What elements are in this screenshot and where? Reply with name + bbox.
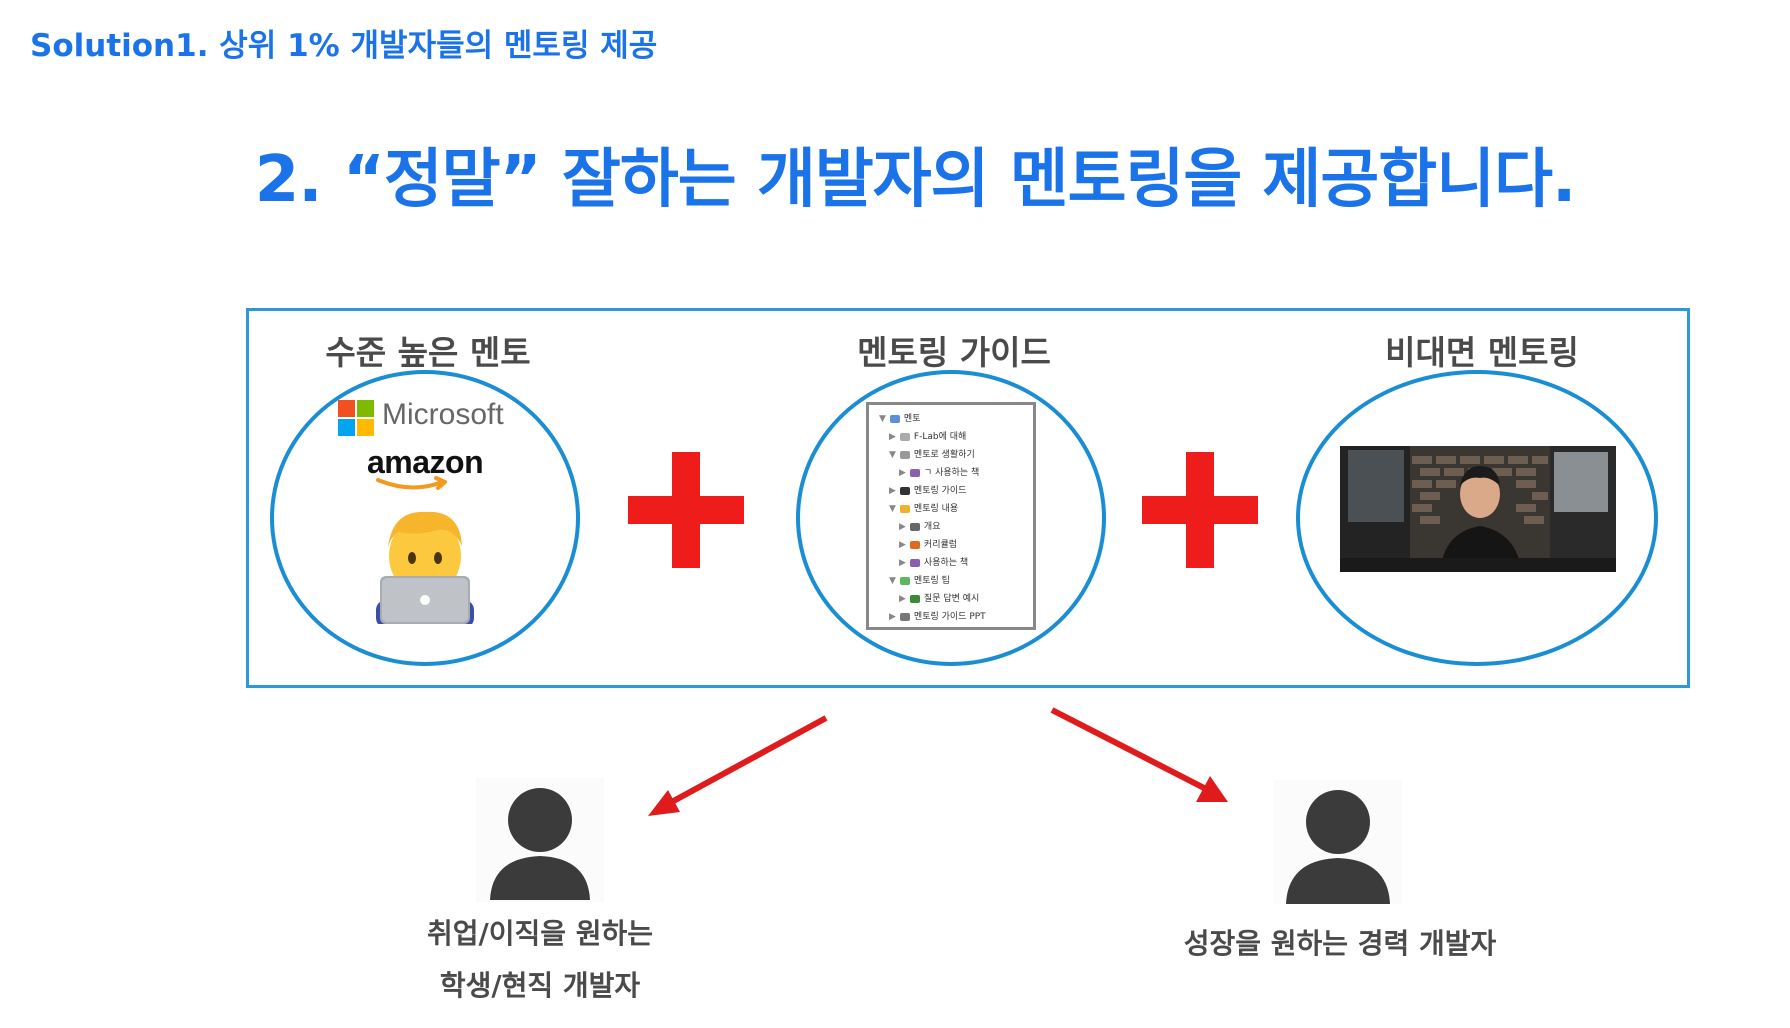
header-label: Solution1. 상위 1% 개발자들의 멘토링 제공 — [30, 28, 658, 64]
video-call-screenshot — [1340, 446, 1616, 572]
arrow-right — [1050, 707, 1210, 793]
developer-with-laptop-icon — [376, 511, 474, 624]
video-frame-icon — [1340, 446, 1616, 572]
guide-line: ▼멘토 — [879, 414, 921, 424]
arrowhead-right — [1196, 776, 1228, 802]
guide-line: ▶사용하는 책 — [899, 558, 969, 568]
plus-icon-1 — [628, 452, 744, 568]
microsoft-logo-text: Microsoft — [382, 398, 504, 431]
amazon-smile-icon — [376, 476, 447, 490]
guide-line: ▶커리큘럼 — [899, 540, 958, 550]
guide-line: ▼멘토로 생활하기 — [889, 450, 975, 460]
guide-line: ▶개요 — [899, 522, 941, 532]
plus-icon-2 — [1142, 452, 1258, 568]
person-box-right — [1274, 780, 1402, 904]
column-title-mentor: 수준 높은 멘토 — [325, 333, 531, 372]
guide-line: ▶멘토링 가이드 PPT — [889, 612, 986, 622]
guide-line: ▶F-Lab에 대해 — [889, 432, 967, 442]
guide-document: ▼멘토 ▶F-Lab에 대해 ▼멘토로 생활하기 ▶ㄱ 사용하는 책 ▶멘토링 … — [866, 402, 1036, 630]
person-icon — [1286, 790, 1390, 904]
guide-line: ▶멘토링 가이드 — [889, 486, 967, 496]
guide-line: ▶질문 답변 예시 — [899, 594, 980, 604]
page-title: 2. “정말” 잘하는 개발자의 멘토링을 제공합니다. — [254, 143, 1577, 217]
arrow-left — [666, 715, 828, 807]
persona-label-right: 성장을 원하는 경력 개발자 — [1183, 927, 1497, 960]
column-title-guide: 멘토링 가이드 — [857, 333, 1051, 372]
persona-label-left-line2: 학생/현직 개발자 — [439, 969, 641, 1002]
arrowhead-left — [648, 790, 680, 816]
person-icon — [490, 788, 590, 900]
microsoft-logo-icon — [338, 400, 374, 436]
features-panel — [246, 308, 1690, 688]
guide-line: ▼멘토링 내용 — [889, 504, 959, 514]
persona-label-left-line1: 취업/이직을 원하는 — [426, 917, 654, 950]
column-title-remote: 비대면 멘토링 — [1385, 333, 1579, 372]
amazon-logo-text: amazon — [367, 444, 484, 480]
guide-line: ▼멘토링 팁 — [889, 576, 950, 586]
guide-line: ▶ㄱ 사용하는 책 — [899, 468, 980, 478]
person-box-left — [476, 778, 604, 902]
